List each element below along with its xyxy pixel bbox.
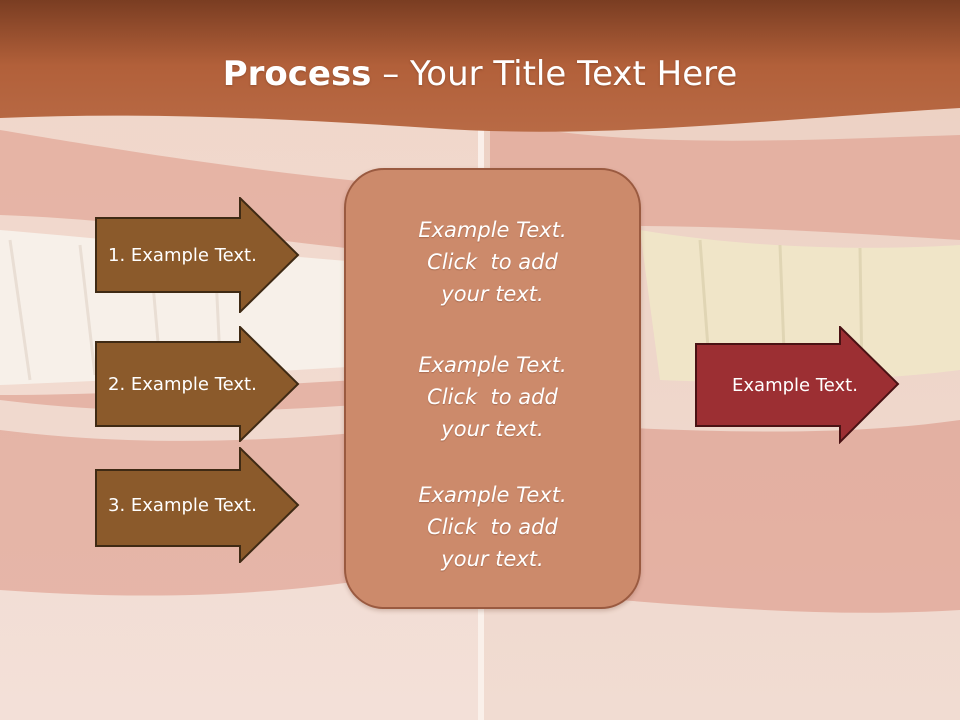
- step-arrow-shape: [95, 326, 300, 442]
- step-arrow-2[interactable]: 2. Example Text.: [95, 326, 300, 442]
- center-line: your text.: [441, 282, 544, 306]
- center-text-block-1: Example Text. Click to add your text.: [346, 214, 639, 310]
- center-text-block-2: Example Text. Click to add your text.: [346, 349, 639, 445]
- step-label-3: 3. Example Text.: [108, 494, 257, 516]
- center-line: your text.: [441, 547, 544, 571]
- slide-title: Process – Your Title Text Here: [0, 52, 960, 96]
- title-band: [0, 0, 960, 132]
- center-line: Example Text.: [418, 218, 567, 242]
- result-arrow[interactable]: Example Text.: [695, 326, 900, 444]
- result-arrow-shape: [695, 326, 900, 444]
- title-bold: Process: [222, 54, 372, 94]
- step-arrow-3[interactable]: 3. Example Text.: [95, 447, 300, 563]
- step-arrow-shape: [95, 197, 300, 313]
- step-arrow-1[interactable]: 1. Example Text.: [95, 197, 300, 313]
- step-arrow-shape: [95, 447, 300, 563]
- center-line: Click to add: [427, 515, 558, 539]
- result-label: Example Text.: [732, 374, 858, 396]
- step-label-2: 2. Example Text.: [108, 373, 257, 395]
- step-label-1: 1. Example Text.: [108, 244, 257, 266]
- center-text-block-3: Example Text. Click to add your text.: [346, 479, 639, 575]
- center-line: Click to add: [427, 385, 558, 409]
- center-line: Click to add: [427, 250, 558, 274]
- title-rest: – Your Title Text Here: [371, 54, 738, 94]
- center-text-box[interactable]: Example Text. Click to add your text. Ex…: [344, 168, 641, 609]
- center-line: your text.: [441, 417, 544, 441]
- center-line: Example Text.: [418, 353, 567, 377]
- center-line: Example Text.: [418, 483, 567, 507]
